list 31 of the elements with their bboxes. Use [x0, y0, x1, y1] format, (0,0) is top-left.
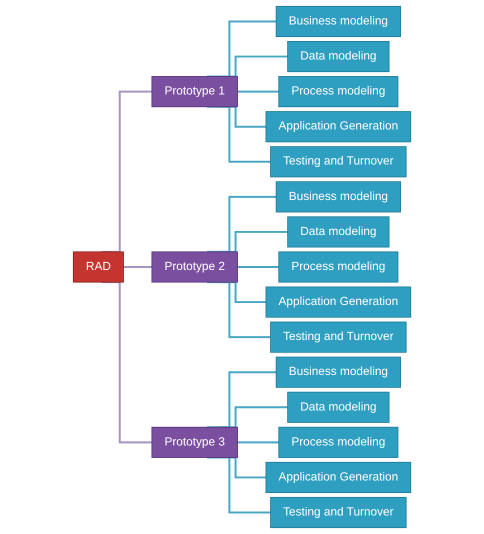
node-box: Data modeling: [287, 392, 390, 423]
connector: [219, 406, 288, 428]
node-box: Application Generation: [266, 111, 412, 142]
connector: [102, 281, 152, 444]
node-box: Prototype 2: [151, 251, 238, 283]
node-box: Testing and Turnover: [270, 322, 407, 353]
node-box: Application Generation: [266, 462, 412, 494]
connector: [102, 90, 152, 253]
node-box: Testing and Turnover: [270, 496, 407, 528]
connector: [207, 371, 276, 428]
node-box: Application Generation: [266, 286, 412, 318]
node-box: Prototype 3: [151, 426, 238, 458]
connector: [238, 90, 279, 93]
node-box: Data modeling: [287, 40, 390, 72]
connector: [207, 106, 270, 163]
connector: [123, 266, 152, 268]
connector: [219, 230, 288, 253]
node-box: Prototype 1: [151, 76, 238, 108]
connector: [238, 266, 279, 268]
connector: [207, 196, 276, 253]
node-box: RAD: [72, 251, 124, 283]
node-box: Business modeling: [276, 181, 401, 212]
node-box: Process modeling: [278, 251, 398, 283]
connector: [238, 441, 279, 444]
node-box: Process modeling: [278, 426, 398, 458]
node-box: Data modeling: [287, 216, 390, 248]
node-box: Process modeling: [278, 76, 398, 108]
node-box: Testing and Turnover: [270, 146, 407, 178]
node-box: Business modeling: [276, 356, 401, 388]
node-box: Business modeling: [276, 6, 401, 38]
connector: [207, 281, 270, 338]
